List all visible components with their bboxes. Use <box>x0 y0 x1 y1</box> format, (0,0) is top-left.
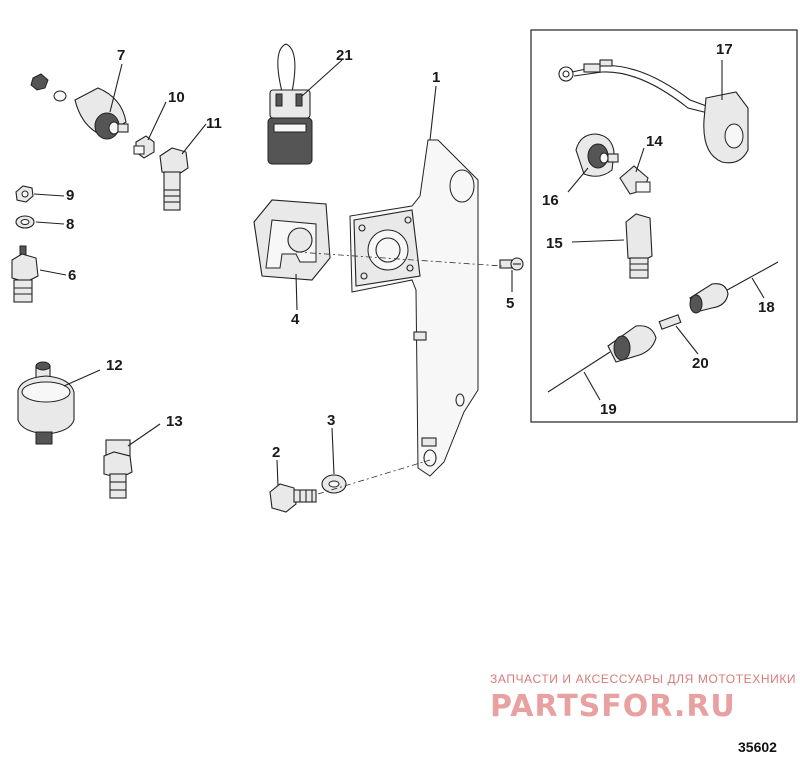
callout-13: 13 <box>166 413 183 430</box>
callout-7: 7 <box>117 47 125 64</box>
part-4-boot <box>253 199 331 281</box>
part-8-washer <box>15 215 35 229</box>
callout-1: 1 <box>432 69 440 86</box>
callout-18: 18 <box>758 299 775 316</box>
part-9-nut <box>15 185 34 203</box>
callout-2: 2 <box>272 444 280 461</box>
callout-11: 11 <box>206 115 222 132</box>
callout-8: 8 <box>66 216 74 233</box>
part-3-washer <box>321 474 347 494</box>
assembly-line <box>295 251 503 267</box>
part-17-harness <box>558 59 749 164</box>
part-13-sensor <box>103 439 133 499</box>
part-20-fuse <box>658 314 682 330</box>
callout-9: 9 <box>66 187 74 204</box>
part-10-fitting <box>133 135 155 159</box>
callout-14: 14 <box>646 133 663 150</box>
part-6-sender <box>11 245 39 303</box>
part-16-sender <box>575 133 619 177</box>
watermark-logo: PARTSFOR.RU <box>490 689 736 724</box>
part-19-lead <box>547 325 657 393</box>
inset-frame <box>530 29 798 423</box>
callout-21: 21 <box>336 47 353 64</box>
part-15-adapter <box>625 213 653 279</box>
part-2-bolt <box>269 483 317 513</box>
watermark-subtitle: ЗАПЧАСТИ И АКСЕССУАРЫ ДЛЯ МОТОТЕХНИКИ <box>490 672 796 686</box>
callout-20: 20 <box>692 355 709 372</box>
part-18-lead <box>689 261 779 314</box>
callout-19: 19 <box>600 401 617 418</box>
callout-15: 15 <box>546 235 563 252</box>
assembly-line <box>317 459 431 495</box>
callout-6: 6 <box>68 267 76 284</box>
figure-number: 35602 <box>738 739 777 755</box>
part-11-bolt <box>159 147 189 211</box>
callout-4: 4 <box>291 311 300 328</box>
callout-3: 3 <box>327 412 335 429</box>
part-14-fitting <box>619 165 651 195</box>
part-1-bracket <box>349 139 479 477</box>
callout-10: 10 <box>168 89 185 106</box>
callout-17: 17 <box>716 41 733 58</box>
callout-12: 12 <box>106 357 123 374</box>
callout-5: 5 <box>506 295 514 312</box>
part-21-connector <box>267 43 313 165</box>
callout-16: 16 <box>542 192 559 209</box>
part-12-knock-sensor <box>17 361 75 445</box>
leader-lines <box>33 59 765 487</box>
part-7-sensor <box>30 73 129 140</box>
part-5-screw <box>499 257 524 271</box>
